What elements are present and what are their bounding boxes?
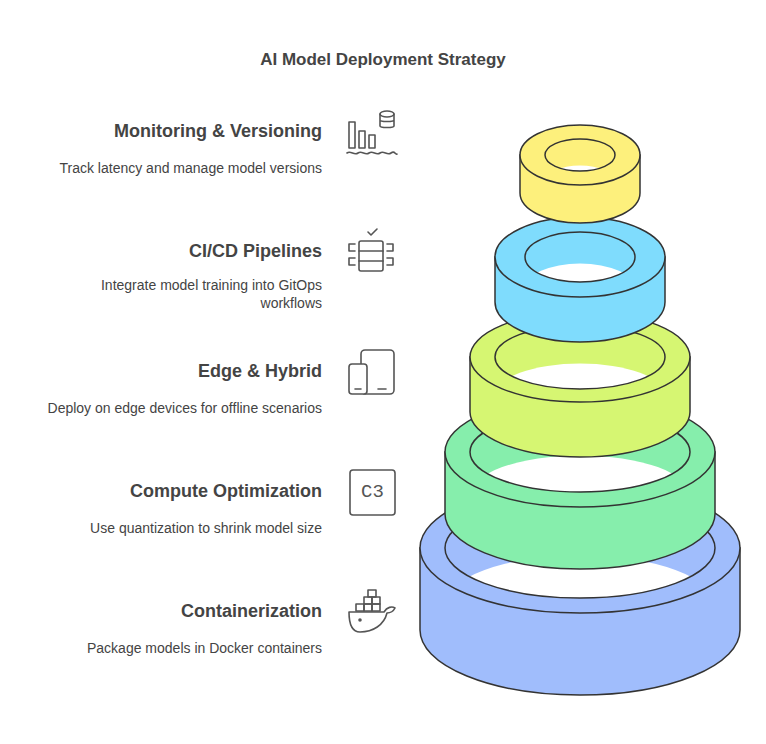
layer-heading: Edge & Hybrid	[4, 361, 322, 382]
ring-stack	[420, 125, 740, 695]
layer-heading: Compute Optimization	[4, 481, 322, 502]
devices-icon	[349, 350, 394, 394]
docker-icon	[349, 590, 395, 632]
layer-description: Use quantization to shrink model size	[22, 519, 322, 537]
layer-description: Deploy on edge devices for offline scena…	[22, 399, 322, 417]
ring-opening	[495, 364, 665, 428]
chip-label: C3	[350, 481, 395, 503]
ring-opening	[470, 455, 690, 535]
layer-heading: Monitoring & Versioning	[4, 121, 322, 142]
layer-description: Integrate model training into GitOps wor…	[72, 276, 322, 312]
monitoring-icon	[347, 111, 397, 154]
ring-hole-edge	[545, 139, 615, 171]
diagram-title: AI Model Deployment Strategy	[0, 50, 766, 70]
pipeline-icon	[349, 229, 393, 271]
layer-description: Package models in Docker containers	[22, 639, 322, 657]
chip-icon	[350, 470, 395, 515]
layer-description: Track latency and manage model versions	[22, 159, 322, 177]
ring-opening	[525, 264, 635, 314]
ring-top	[495, 217, 665, 297]
ring	[520, 125, 640, 223]
layer-heading: CI/CD Pipelines	[4, 241, 322, 262]
icons	[347, 111, 397, 632]
ring-opening	[445, 555, 715, 655]
ring-hole-edge	[525, 232, 635, 282]
layer-heading: Containerization	[4, 601, 322, 622]
ring-top	[520, 125, 640, 185]
ring	[495, 217, 665, 342]
